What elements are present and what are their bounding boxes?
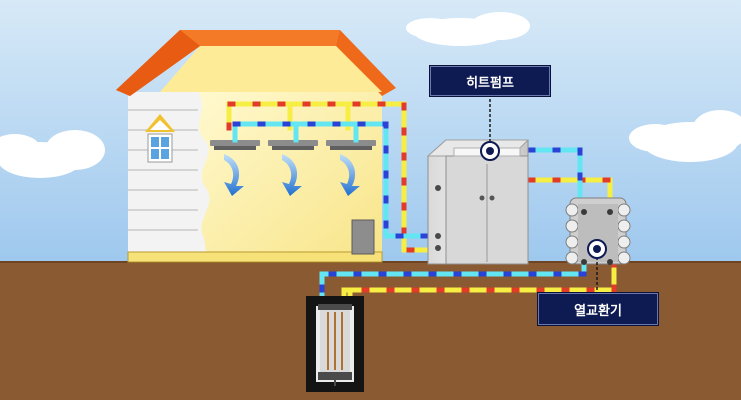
heat-exchanger-label: 열교환기 [538, 293, 658, 325]
airflow-arrow-2 [282, 154, 302, 196]
ground [0, 262, 741, 400]
airflow-arrow-1 [224, 154, 244, 196]
indoor-unit-2 [268, 140, 318, 150]
heat-pump-marker-icon [480, 94, 500, 161]
heat-pump-unit [426, 139, 530, 265]
manifold-box [351, 219, 375, 255]
cool-pipes [232, 121, 587, 299]
house [116, 30, 396, 263]
window-icon [145, 114, 175, 163]
heat-pump-label: 히트펌프 [430, 66, 550, 96]
warm-pipes [226, 101, 617, 309]
cloud-right [629, 110, 741, 162]
heat-exchanger-marker-icon [587, 239, 607, 293]
indoor-unit-3 [326, 140, 376, 150]
airflow-arrow-3 [340, 154, 360, 196]
cloud-left [0, 130, 105, 178]
indoor-unit-1 [210, 140, 260, 150]
cloud-top [406, 12, 530, 46]
ground-well [306, 296, 364, 392]
